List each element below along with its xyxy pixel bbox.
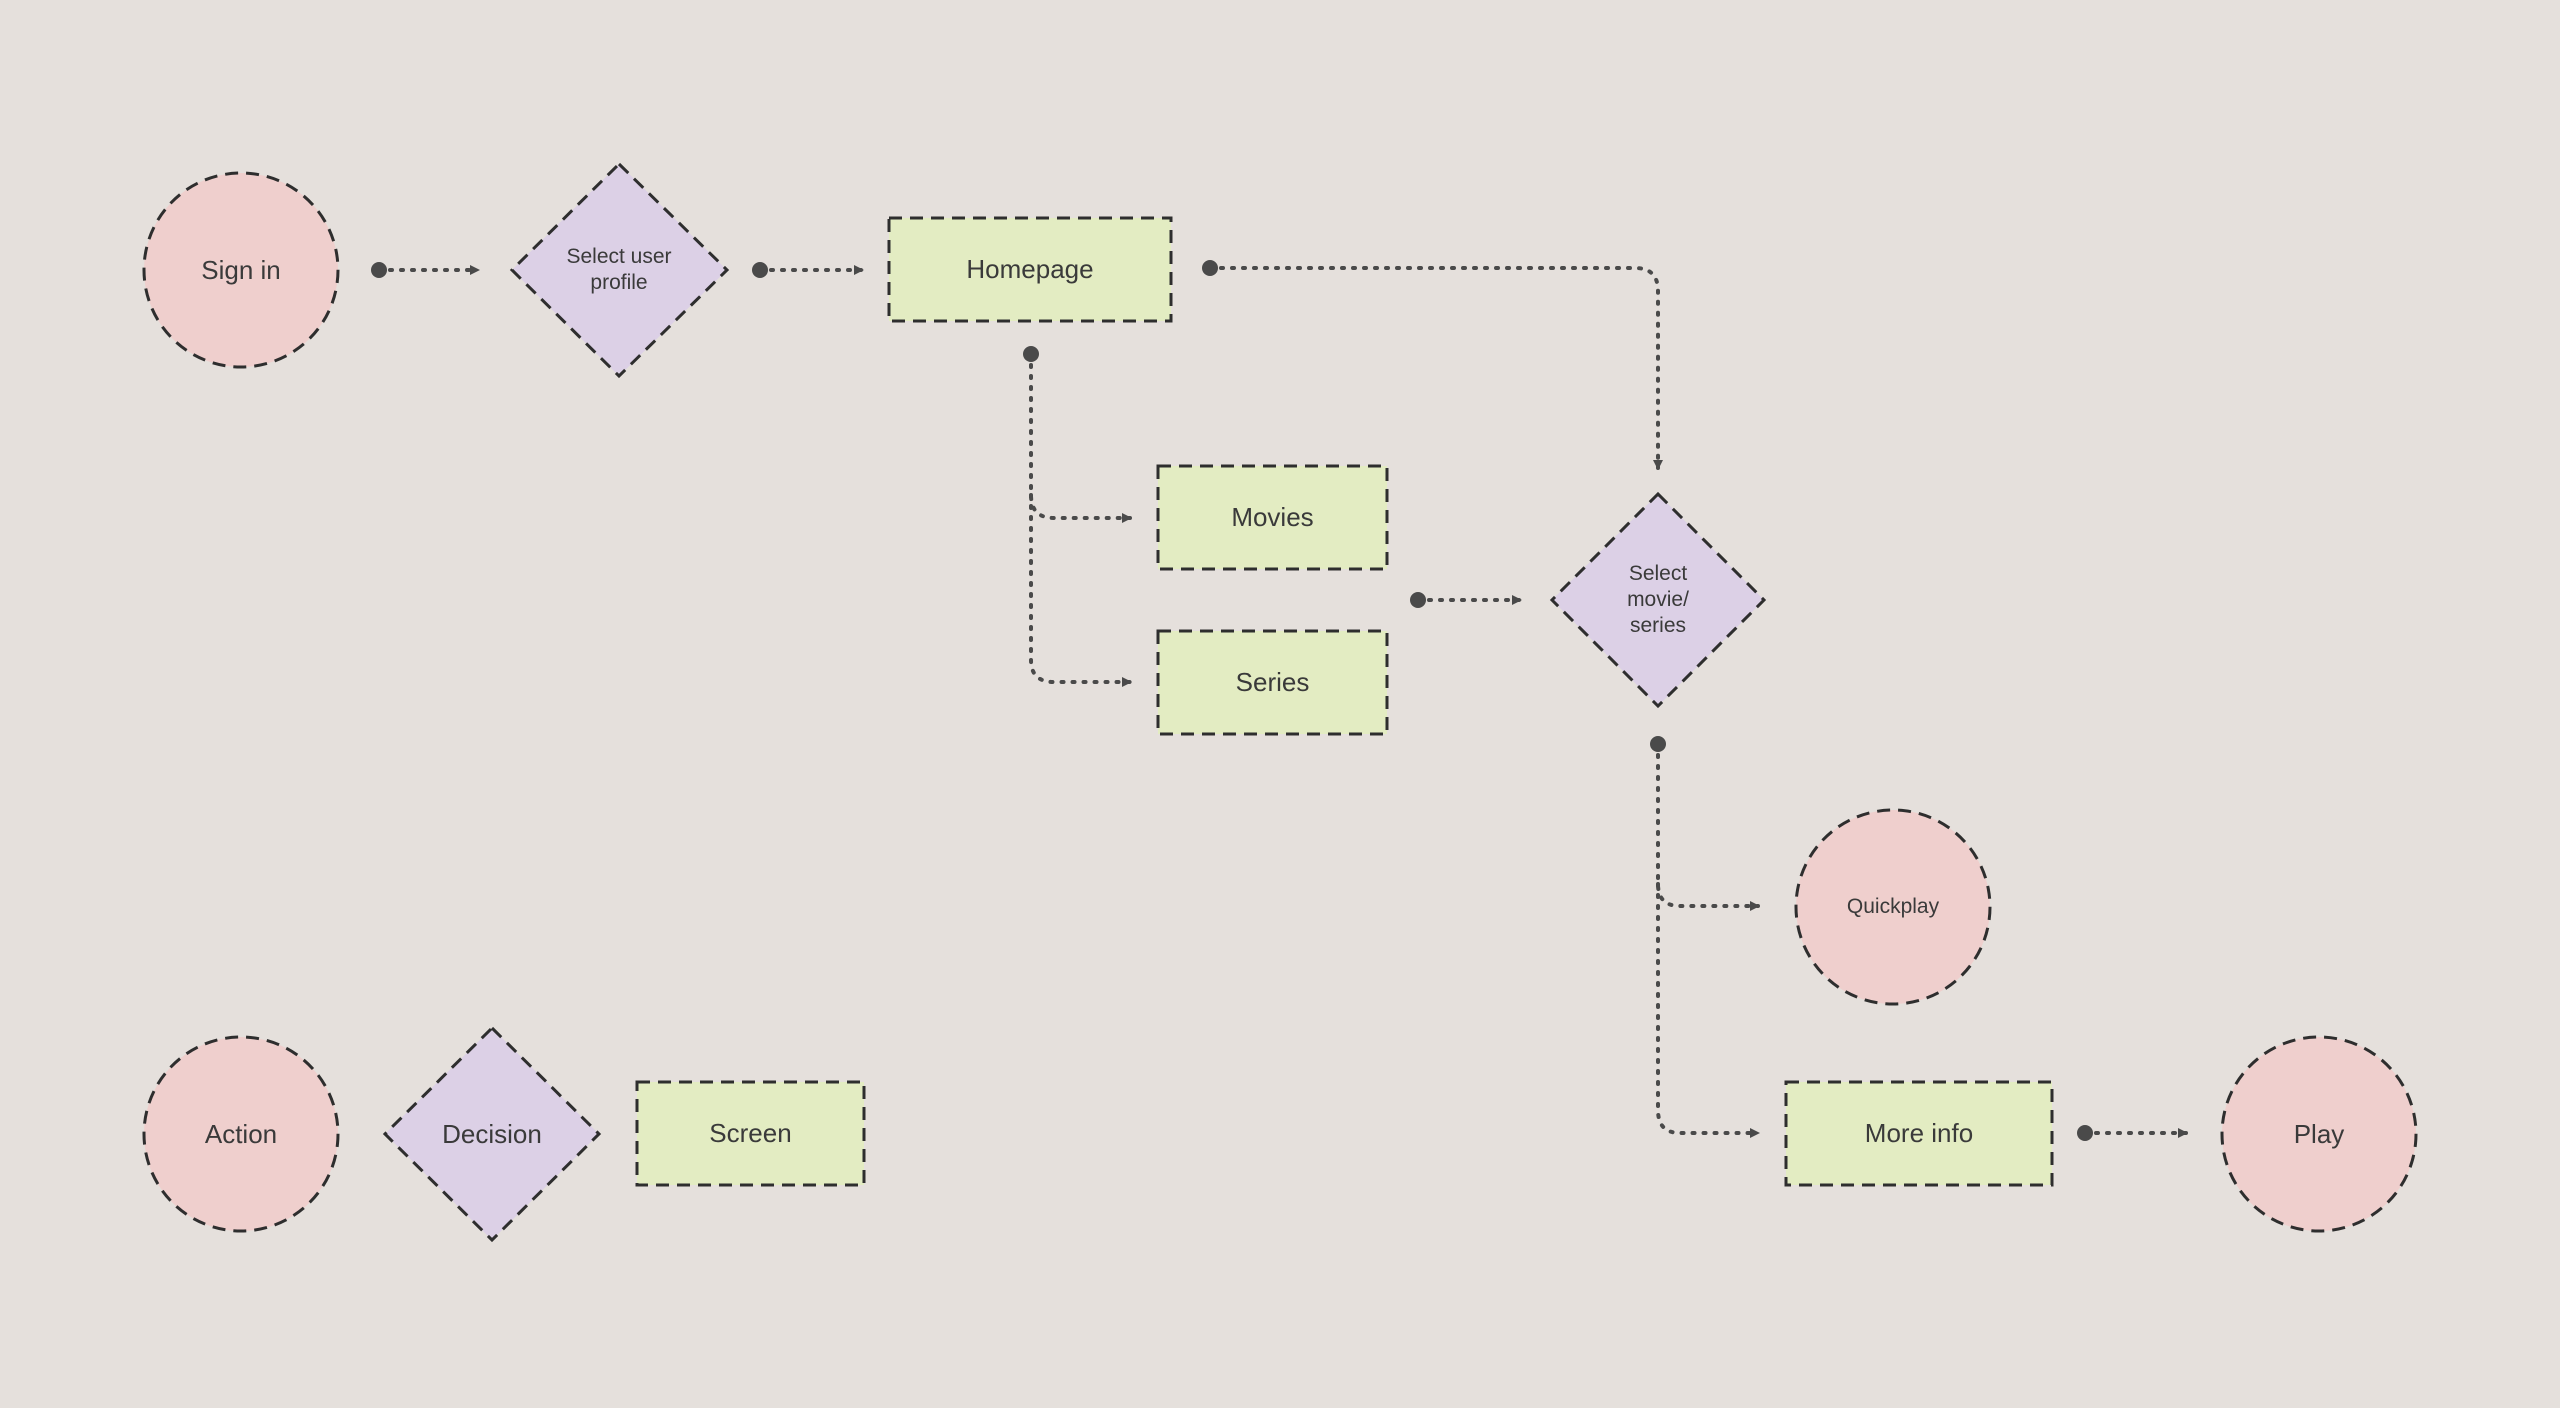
node-series — [1156, 629, 1389, 736]
connector-select-to-moreinfo — [1656, 882, 1760, 1138]
node-movies — [1156, 464, 1389, 571]
start-dot — [1410, 592, 1426, 608]
label-homepage: Homepage — [966, 254, 1094, 285]
legend-decision-shape — [382, 1025, 602, 1243]
nodes — [142, 161, 2418, 1243]
start-dot — [2077, 1125, 2093, 1141]
node-sign-in — [142, 171, 340, 369]
node-select-movie-series — [1549, 491, 1767, 709]
label-movies: Movies — [1231, 502, 1314, 533]
label-sign-in: Sign in — [201, 254, 281, 285]
label-select-user-profile: Select user profile — [566, 244, 672, 294]
start-dot — [371, 262, 387, 278]
label-select-movie-series: Select movie/ series — [1627, 561, 1689, 638]
connector-homepage-to-series — [1029, 493, 1132, 687]
label-quickplay: Quickplay — [1846, 894, 1940, 918]
legend-decision-label: Decision — [442, 1118, 542, 1149]
node-quickplay — [1794, 808, 1992, 1006]
connectors — [377, 265, 2188, 1138]
start-dot — [1202, 260, 1218, 276]
connector-homepage-to-movies — [1029, 352, 1132, 523]
start-dot — [1650, 736, 1666, 752]
label-more-info: More info — [1864, 1118, 1974, 1149]
node-select-user-profile — [509, 161, 730, 379]
label-series: Series — [1235, 667, 1310, 698]
node-homepage — [887, 216, 1173, 323]
legend-screen-label: Screen — [709, 1118, 792, 1149]
label-play: Play — [2293, 1118, 2345, 1149]
connector-select-to-quickplay — [1656, 742, 1760, 911]
connector-homepage-to-select — [1208, 266, 1663, 470]
legend-screen-shape — [635, 1080, 866, 1187]
start-dot — [1023, 346, 1039, 362]
legend-action-shape — [142, 1035, 340, 1233]
node-play — [2220, 1035, 2418, 1233]
legend-action-label: Action — [204, 1118, 278, 1149]
start-dot — [752, 262, 768, 278]
node-more-info — [1784, 1080, 2054, 1187]
connector-start-dots — [371, 260, 2093, 1141]
